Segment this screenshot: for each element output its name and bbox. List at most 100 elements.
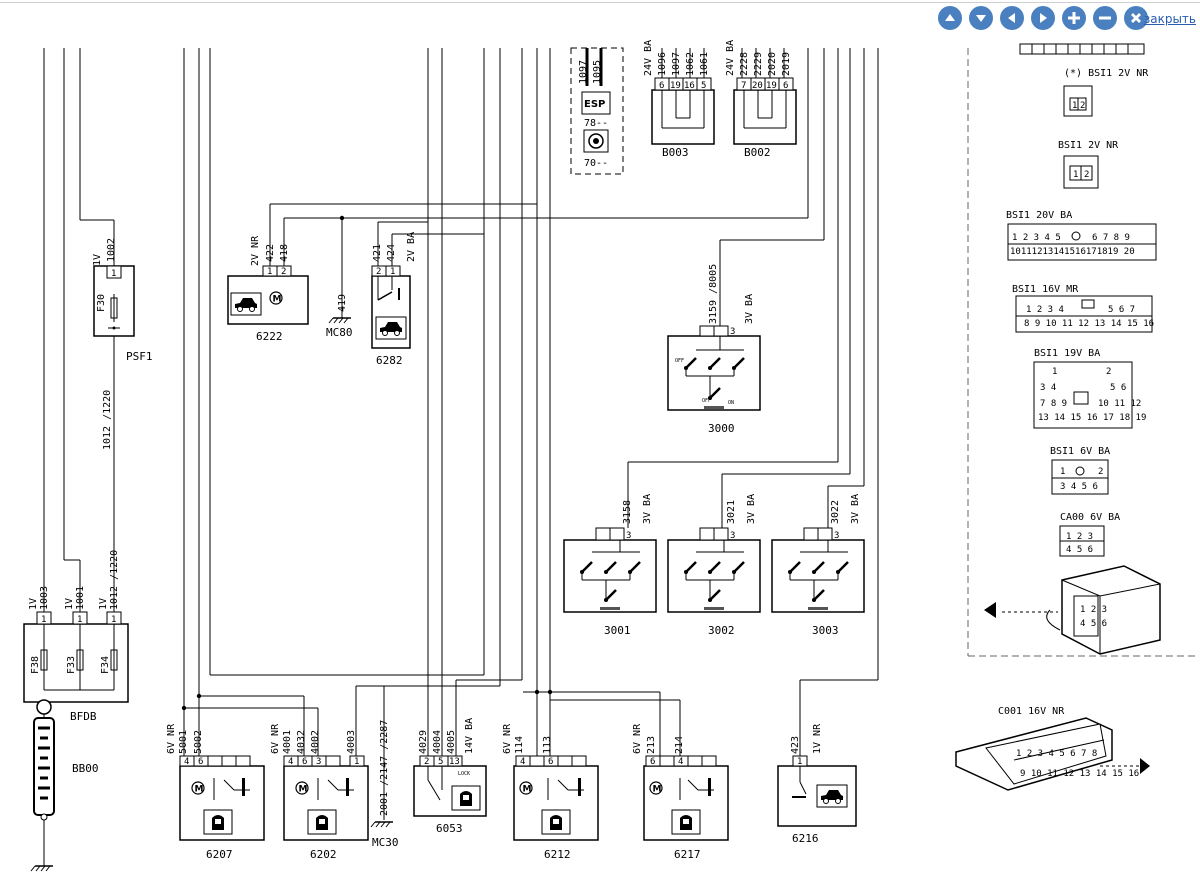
svg-text:3 4: 3 4 [1040,383,1056,393]
junctions [181,215,553,711]
svg-text:B002: B002 [744,146,771,159]
switch-3003: 3 3022 3V BA 3003 [771,494,865,637]
svg-text:2001 /2147 /2287: 2001 /2147 /2287 [379,720,390,816]
svg-text:6: 6 [659,81,664,91]
svg-text:3: 3 [730,327,735,337]
svg-text:4029: 4029 [418,730,429,754]
svg-text:114: 114 [514,736,525,754]
svg-text:3000: 3000 [708,422,735,435]
svg-text:419: 419 [337,294,348,312]
legend-c3: BSI1 20V BA [1006,210,1072,221]
svg-text:OFF: OFF [675,358,684,364]
svg-text:6V NR: 6V NR [502,723,513,754]
svg-text:418: 418 [279,244,290,262]
switch-6053: 2 5 13 LOCK 4029 4004 4005 14V BA 6053 [413,718,487,835]
svg-text:2019: 2019 [781,52,792,76]
svg-text:24V BA: 24V BA [643,40,654,76]
legend-c2: BSI1 2V NR [1058,140,1119,151]
svg-text:1: 1 [41,615,46,625]
svg-text:4 5 6: 4 5 6 [1080,619,1107,629]
svg-text:4: 4 [184,757,189,767]
svg-text:3: 3 [626,531,631,541]
legend-c7: CA00 6V BA [1060,512,1120,523]
svg-text:OFF: OFF [702,398,711,404]
svg-text:ESP: ESP [584,99,605,110]
svg-text:2229: 2229 [753,52,764,76]
svg-text:F34: F34 [100,656,111,674]
svg-text:3003: 3003 [812,624,839,637]
close-icon[interactable] [1124,6,1148,30]
svg-text:2228: 2228 [739,52,750,76]
battery-name: BB00 [72,762,99,775]
motor-6222: 1 2 2V NR 422 418 6222 [227,235,309,343]
svg-text:3V BA: 3V BA [744,294,755,324]
arrow-left-icon[interactable] [1000,6,1024,30]
svg-text:F33: F33 [66,656,77,674]
minus-icon[interactable] [1093,6,1117,30]
svg-text:1: 1 [77,615,82,625]
svg-text:1: 1 [354,757,359,767]
svg-text:6: 6 [783,81,788,91]
nav-buttons [938,6,1148,30]
psf1-pin: 1 [111,269,116,279]
motor-6202: 4 6 3 1 6V NR 4001 4032 4002 4003 6202 [270,723,369,861]
svg-text:1V: 1V [28,598,39,610]
svg-text:4001: 4001 [282,730,293,754]
svg-text:8 9 10 11 12 13 14 15 16: 8 9 10 11 12 13 14 15 16 [1024,319,1154,329]
plus-icon[interactable] [1062,6,1086,30]
svg-text:1: 1 [1072,101,1077,111]
svg-text:2V BA: 2V BA [406,232,417,262]
ground-mc80: 419 MC80 [326,290,353,339]
svg-text:5: 5 [701,81,706,91]
close-link[interactable]: закрыть [1143,12,1196,26]
svg-text:10111213141516171819 20: 10111213141516171819 20 [1010,247,1135,257]
svg-text:19: 19 [670,81,681,91]
svg-text:16: 16 [684,81,695,91]
switch-3001: 3 3158 3V BA 3001 [563,494,657,637]
svg-text:7 8 9: 7 8 9 [1040,399,1067,409]
psf1-wire-bottom: 1012 /1220 [102,390,113,450]
switch-3000: 3 OFF OFF ON 3159 /8005 3V BA 3000 [667,264,761,435]
svg-text:6216: 6216 [792,832,819,845]
arrow-right-icon[interactable] [1031,6,1055,30]
psf1-fuse-box: 1 F30 PSF1 1V 1002 1012 /1220 [92,238,153,450]
arrow-up-icon[interactable] [938,6,962,30]
svg-text:6V NR: 6V NR [166,723,177,754]
bfdb-name: BFDB [70,710,97,723]
legend-c1: (*) BSI1 2V NR [1064,68,1149,79]
ground-mc30: 2001 /2147 /2287 MC30 [370,686,399,849]
svg-text:B003: B003 [662,146,689,159]
svg-text:6V NR: 6V NR [270,723,281,754]
svg-text:6: 6 [650,757,655,767]
svg-text:13 14 15 16 17 18 19: 13 14 15 16 17 18 19 [1038,413,1146,423]
svg-text:1V: 1V [98,598,109,610]
switch-3002: 3 3021 3V BA 3002 [667,494,761,637]
svg-text:2: 2 [424,757,429,767]
svg-text:1001: 1001 [75,586,86,610]
svg-text:MC30: MC30 [372,836,399,849]
svg-text:4: 4 [520,757,525,767]
svg-text:3022: 3022 [830,500,841,524]
svg-text:113: 113 [542,736,553,754]
switch-6282: 2 1 421 424 2V BA 6282 [371,232,417,367]
toolbar-divider [0,2,1200,3]
svg-text:3V BA: 3V BA [746,494,757,524]
wire-harness [43,48,879,866]
svg-text:421: 421 [372,244,383,262]
svg-text:MC80: MC80 [326,326,353,339]
svg-text:5: 5 [438,757,443,767]
svg-text:1 2 3: 1 2 3 [1080,605,1107,615]
battery-bb00: BB00 [30,699,99,872]
svg-text:10 11 12: 10 11 12 [1098,399,1141,409]
svg-text:6053: 6053 [436,822,463,835]
svg-text:2: 2 [376,267,381,277]
arrow-down-icon[interactable] [969,6,993,30]
svg-text:1: 1 [390,267,395,277]
svg-text:3158: 3158 [622,500,633,524]
svg-text:4002: 4002 [310,730,321,754]
svg-text:1 2 3 4 5: 1 2 3 4 5 [1012,233,1061,243]
svg-text:4003: 4003 [346,730,357,754]
svg-text:1: 1 [797,757,802,767]
svg-text:423: 423 [790,736,801,754]
